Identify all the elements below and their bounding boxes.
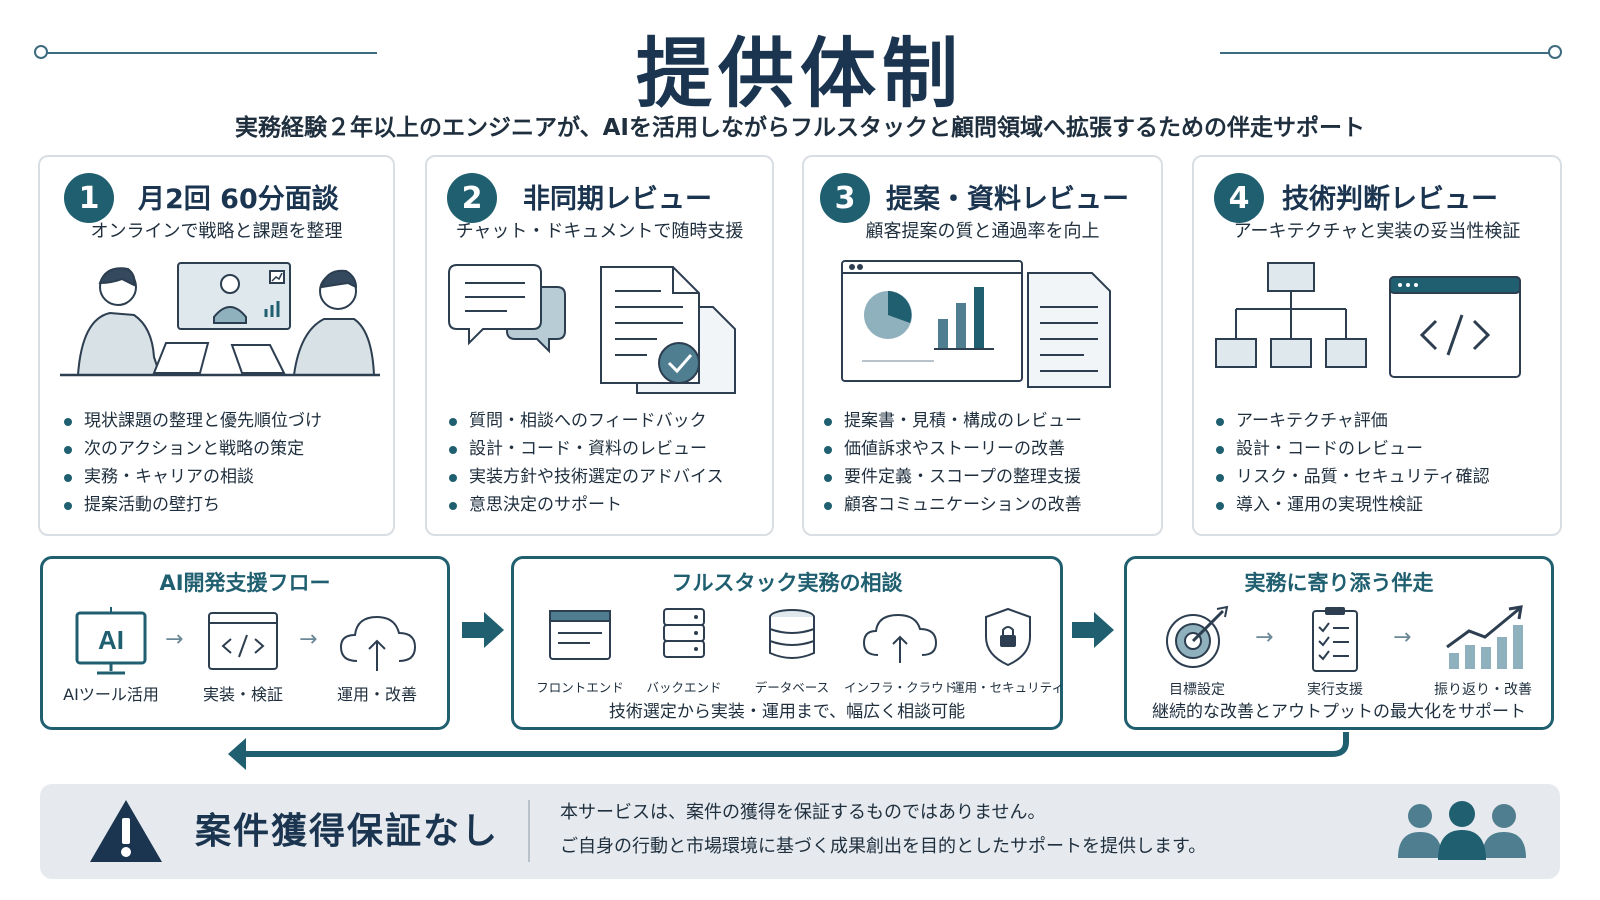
header-rule-right: [1220, 52, 1550, 54]
support-step-label: 振り返り・改善: [1434, 682, 1532, 698]
area-infra-cloud: インフラ・クラウド: [844, 605, 956, 696]
flow-step-operate: 運用・改善: [327, 605, 427, 705]
fullstack-consult-box: フルスタック実務の相談 フロントエンド バックエンド データベース: [511, 556, 1064, 730]
support-step-label: 実行支援: [1307, 682, 1363, 698]
list-item: 実装方針や技術選定のアドバイス: [449, 463, 724, 491]
arrow-right-icon: →: [299, 627, 318, 652]
list-item: 現状課題の整理と優先順位づけ: [64, 407, 322, 435]
flow-step-ai-tool: AI AIツール活用: [61, 605, 161, 705]
area-database: データベース: [740, 605, 844, 696]
list-item: 設計・コードのレビュー: [1216, 435, 1490, 463]
online-meeting-illustration: [60, 262, 380, 377]
area-label: フロントエンド: [536, 680, 624, 695]
chat-document-illustration: [448, 264, 736, 394]
ai-dev-flow-box: AI開発支援フロー AI AIツール活用 → 実装・検証 → 運用・改善: [40, 556, 450, 730]
target-icon: [1166, 605, 1229, 668]
area-ops-security: 運用・セキュリティ: [952, 605, 1064, 696]
card-number: 1: [64, 173, 114, 223]
list-item: 設計・コード・資料のレビュー: [449, 435, 724, 463]
card-title: 提案・資料レビュー: [886, 184, 1129, 215]
service-card-async-review: 2 非同期レビュー チャット・ドキュメントで随時支援 質問・相談へのフ: [425, 155, 774, 536]
shield-lock-icon: [985, 607, 1031, 667]
area-frontend: フロントエンド: [528, 605, 632, 696]
card-title: 非同期レビュー: [523, 184, 712, 215]
flow-caption: 技術選定から実装・運用まで、幅広く相談可能: [608, 702, 966, 722]
flow-arrow-right-icon: [1072, 612, 1114, 648]
list-item: アーキテクチャ評価: [1216, 407, 1490, 435]
flow-title: フルスタック実務の相談: [671, 571, 903, 595]
area-label: インフラ・クラウド: [844, 680, 957, 695]
list-item: 価値訴求やストーリーの改善: [824, 435, 1082, 463]
list-item: 要件定義・スコープの整理支援: [824, 463, 1082, 491]
arrow-right-icon: →: [1393, 625, 1412, 650]
page-title: 提供体制: [636, 29, 964, 118]
list-item: 次のアクションと戦略の策定: [64, 435, 322, 463]
browser-window-icon: [549, 610, 611, 660]
checklist-icon: [1312, 607, 1358, 672]
service-card-interview: 1 月2回 60分面談 オンラインで戦略と課題を整理: [38, 155, 395, 536]
disclaimer-line-1: 本サービスは、案件の獲得を保証するものではありません。: [560, 802, 1046, 823]
disclaimer-line-2: ご自身の行動と市場環境に基づく成果創出を目的としたサポートを提供します。: [560, 836, 1207, 857]
list-item: リスク・品質・セキュリティ確認: [1216, 463, 1490, 491]
support-step-label: 目標設定: [1169, 682, 1225, 698]
service-card-tech-review: 4 技術判断レビュー アーキテクチャと実装の妥当性検証 アーキテクチャ: [1192, 155, 1562, 536]
area-label: データベース: [754, 680, 830, 695]
card-number: 2: [447, 173, 497, 223]
area-backend: バックエンド: [632, 605, 736, 696]
card-subtitle: 顧客提案の質と通過率を向上: [865, 221, 1100, 242]
card-number: 3: [820, 173, 870, 223]
list-item: 意思決定のサポート: [449, 491, 724, 519]
report-chart-illustration: [841, 260, 1111, 388]
cloud-upload-icon: [339, 615, 417, 671]
card-subtitle: チャット・ドキュメントで随時支援: [455, 221, 744, 242]
support-step-review: 振り返り・改善: [1423, 603, 1543, 699]
area-label: 運用・セキュリティ: [952, 680, 1064, 695]
card-title: 月2回 60分面談: [138, 184, 339, 215]
support-step-execute: 実行支援: [1285, 603, 1385, 699]
arrow-right-icon: →: [165, 627, 184, 652]
arrow-right-icon: →: [1255, 625, 1274, 650]
architecture-code-illustration: [1215, 262, 1521, 378]
header-rule-left-dot: [34, 45, 48, 59]
ai-monitor-icon: AI: [75, 607, 147, 675]
flow-step-label: AIツール活用: [63, 685, 159, 704]
flow-step-label: 運用・改善: [336, 685, 417, 704]
list-item: 顧客コミュニケーションの改善: [824, 491, 1082, 519]
card-number: 4: [1214, 173, 1264, 223]
header-rule-left: [47, 52, 377, 54]
flow-arrow-right-icon: [462, 612, 504, 648]
list-item: 導入・運用の実現性検証: [1216, 491, 1490, 519]
list-item: 実務・キャリアの相談: [64, 463, 322, 491]
header-rule-right-dot: [1548, 45, 1562, 59]
ai-icon-text: AI: [98, 625, 124, 655]
page-subtitle: 実務経験２年以上のエンジニアが、AIを活用しながらフルスタックと顧問領域へ拡張す…: [235, 115, 1365, 141]
cloud-upload-icon: [862, 613, 938, 663]
warning-icon: [90, 800, 162, 862]
database-icon: [769, 609, 815, 659]
disclaimer-title: 案件獲得保証なし: [195, 811, 500, 852]
disclaimer-divider: [528, 800, 530, 862]
team-icon: [1398, 801, 1526, 860]
list-item: 質問・相談へのフィードバック: [449, 407, 724, 435]
flow-title: 実務に寄り添う伴走: [1244, 571, 1434, 595]
disclaimer-banner: 案件獲得保証なし 本サービスは、案件の獲得を保証するものではありません。 ご自身…: [40, 784, 1560, 879]
card-title: 技術判断レビュー: [1282, 184, 1498, 215]
service-card-proposal-review: 3 提案・資料レビュー 顧客提案の質と通過率を向上: [802, 155, 1163, 536]
code-window-icon: [208, 612, 278, 670]
support-step-goal: 目標設定: [1147, 603, 1247, 699]
card-subtitle: アーキテクチャと実装の妥当性検証: [1233, 221, 1521, 242]
card-subtitle: オンラインで戦略と課題を整理: [90, 221, 343, 242]
area-label: バックエンド: [646, 680, 722, 695]
list-item: 提案書・見積・構成のレビュー: [824, 407, 1082, 435]
flow-caption: 継続的な改善とアウトプットの最大化をサポート: [1152, 702, 1526, 722]
server-icon: [663, 608, 705, 658]
list-item: 提案活動の壁打ち: [64, 491, 322, 519]
growth-chart-icon: [1446, 605, 1523, 669]
flow-step-label: 実装・検証: [202, 685, 283, 704]
support-box: 実務に寄り添う伴走 目標設定 → 実行支援 →: [1124, 556, 1554, 730]
loop-back-arrow-icon: [228, 732, 1349, 770]
flow-title: AI開発支援フロー: [159, 571, 331, 595]
flow-step-implement: 実装・検証: [193, 605, 293, 705]
